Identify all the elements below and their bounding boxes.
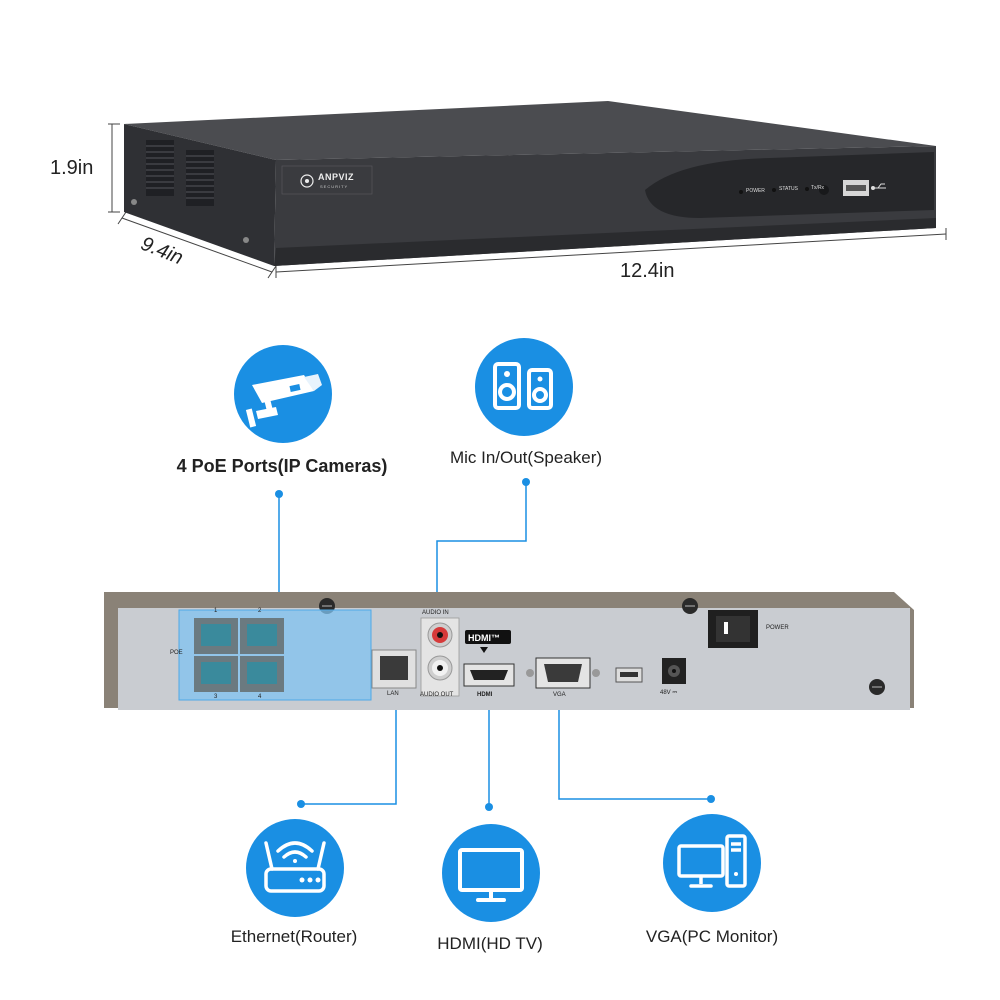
poe-ports bbox=[194, 618, 284, 692]
led-status-label: STATUS bbox=[779, 186, 798, 192]
poe-feature-badge bbox=[234, 345, 332, 443]
port-number-3: 3 bbox=[214, 694, 218, 700]
audio-in-label: AUDIO IN bbox=[422, 610, 449, 616]
port-number-1: 1 bbox=[214, 608, 218, 614]
led-txrx-label: Tx/Rx bbox=[811, 185, 825, 191]
power-switch-label: POWER bbox=[766, 625, 789, 631]
audio-feature-badge bbox=[475, 338, 573, 436]
height-dimension-line bbox=[108, 123, 120, 213]
ethernet-feature-label: Ethernet(Router) bbox=[230, 927, 358, 946]
brand-subtitle: SECURITY bbox=[320, 184, 349, 189]
audio-out-label: AUDIO OUT bbox=[420, 692, 454, 698]
port-number-2: 2 bbox=[258, 608, 262, 614]
nvr-rear-panel bbox=[104, 592, 914, 710]
width-dimension-line bbox=[275, 228, 947, 278]
poe-label: POE bbox=[170, 650, 183, 656]
hdmi-feature-label: HDMI(HD TV) bbox=[437, 934, 543, 953]
height-label: 1.9in bbox=[50, 157, 94, 179]
vga-feature-label: VGA(PC Monitor) bbox=[645, 927, 779, 946]
brand-name: ANPVIZ bbox=[318, 172, 355, 182]
dc-input-label: 48V ⎓ bbox=[660, 690, 678, 696]
audio-feature-label: Mic In/Out(Speaker) bbox=[449, 448, 603, 467]
nvr-front-view bbox=[108, 101, 947, 279]
usb-icon bbox=[871, 183, 886, 190]
ethernet-feature-badge bbox=[246, 819, 344, 917]
hdmi-port-label: HDMI bbox=[477, 692, 493, 698]
hdmi-feature-badge bbox=[442, 824, 540, 922]
vga-label: VGA bbox=[553, 692, 566, 698]
hdmi-logo: HDMI™ bbox=[468, 633, 500, 643]
port-number-4: 4 bbox=[258, 694, 262, 700]
router-icon bbox=[264, 841, 326, 893]
nvr-body bbox=[124, 101, 936, 266]
brand-logo-icon bbox=[300, 174, 314, 188]
tv-monitor-icon bbox=[458, 848, 524, 902]
poe-feature-label: 4 PoE Ports(IP Cameras) bbox=[176, 456, 388, 476]
width-label: 12.4in bbox=[620, 260, 675, 282]
depth-dimension-line bbox=[117, 211, 277, 279]
cctv-camera-icon bbox=[245, 374, 322, 428]
lan-label: LAN bbox=[387, 691, 399, 697]
pc-monitor-icon bbox=[677, 834, 747, 888]
vga-feature-badge bbox=[663, 814, 761, 912]
led-power-label: POWER bbox=[746, 188, 765, 194]
speaker-icon bbox=[493, 362, 553, 410]
